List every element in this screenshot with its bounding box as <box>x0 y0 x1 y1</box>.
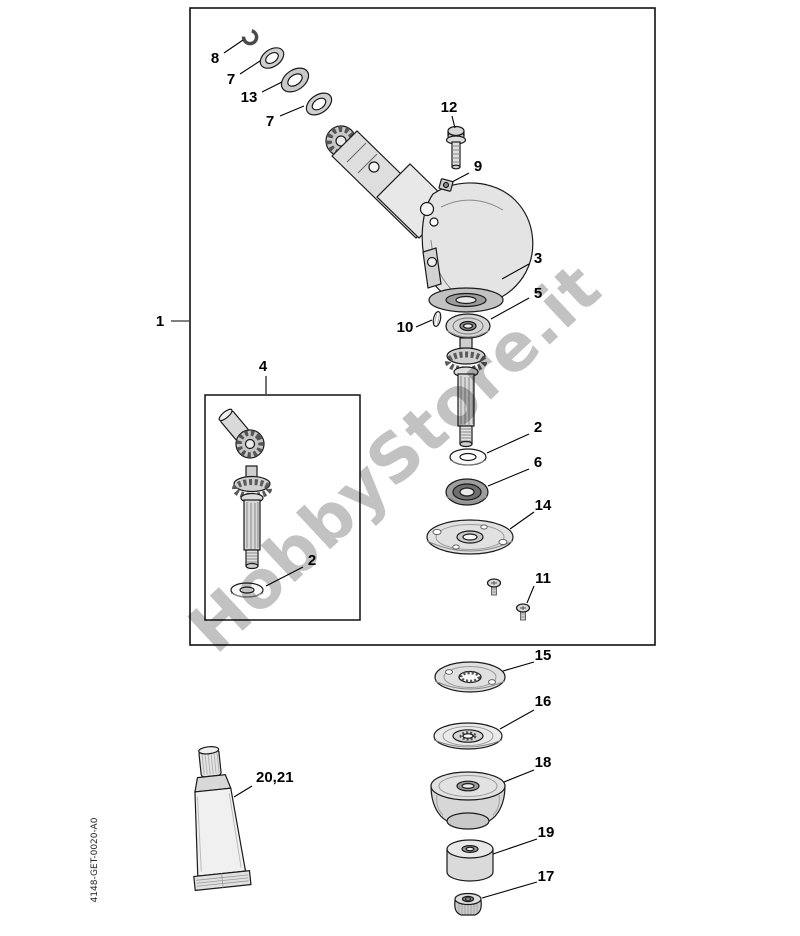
callout-12: 12 <box>441 99 458 116</box>
callout-8: 8 <box>211 50 219 67</box>
callout-7b: 7 <box>266 113 274 130</box>
leader-line <box>509 511 535 530</box>
part-10-key <box>432 311 442 327</box>
callout-13: 13 <box>241 89 258 106</box>
part-9-nut <box>438 178 454 192</box>
part-2-washer-box <box>230 582 264 598</box>
document-code: 4148-GET-0020-A0 <box>90 817 100 903</box>
callout-14: 14 <box>535 497 552 514</box>
part-20-21-grease-tube <box>193 746 252 892</box>
callout-19: 19 <box>538 824 555 841</box>
part-7-sleeve-lower <box>305 92 333 116</box>
part-4-pinion <box>218 408 265 459</box>
leader-line <box>279 105 305 117</box>
leader-line <box>502 661 535 672</box>
part-17-cap-nut <box>454 892 482 916</box>
callout-6: 6 <box>534 454 542 471</box>
part-16-rider-plate <box>433 722 503 750</box>
part-7-sleeve-upper <box>259 47 285 69</box>
leader-line <box>233 785 253 798</box>
part-3-gearbox-housing <box>325 125 534 313</box>
leader-line <box>265 566 304 587</box>
leader-line <box>487 468 530 487</box>
callout-9: 9 <box>474 158 482 175</box>
part-18-cup <box>430 771 506 830</box>
part-6-bearing <box>445 478 489 506</box>
leader-line <box>239 60 261 75</box>
callout-15: 15 <box>535 647 552 664</box>
part-8-retaining-clip <box>241 29 259 46</box>
leader-line <box>223 39 244 54</box>
callout-labels: 8 7 13 7 12 9 3 5 10 1 4 2 6 14 11 2 15 … <box>156 50 555 885</box>
callout-3: 3 <box>534 250 542 267</box>
part-12-bolt <box>445 125 467 170</box>
callout-1: 1 <box>156 313 164 330</box>
part-15-thrust-plate <box>434 661 506 693</box>
callout-18: 18 <box>535 754 552 771</box>
leader-line <box>481 881 538 899</box>
callout-5: 5 <box>534 285 542 302</box>
leader-line <box>451 115 456 129</box>
part-2-washer <box>449 448 487 466</box>
callout-2b: 2 <box>308 552 316 569</box>
part-5-bearing <box>445 313 491 339</box>
part-gear-shaft <box>445 337 487 448</box>
leader-line <box>451 172 470 183</box>
leader-line <box>490 297 530 320</box>
part-13-sleeve <box>280 67 310 93</box>
callout-11: 11 <box>535 570 551 587</box>
leader-lines <box>171 39 538 899</box>
part-4-gear-shaft <box>232 465 272 570</box>
leader-line <box>501 263 530 280</box>
callout-16: 16 <box>535 693 552 710</box>
callout-4: 4 <box>259 358 268 375</box>
leader-line <box>499 709 535 730</box>
leader-line <box>261 81 283 93</box>
assembly-4-box-border <box>204 394 361 621</box>
leader-line <box>503 769 535 783</box>
leader-line <box>492 838 538 855</box>
leader-line <box>415 319 433 328</box>
leader-line <box>526 585 535 604</box>
callout-20-21: 20,21 <box>256 769 294 786</box>
part-14-cover-plate <box>426 519 514 555</box>
main-frame-border <box>189 7 656 646</box>
part-11-screws <box>486 578 531 621</box>
part-19-spacer <box>446 839 494 882</box>
callout-2a: 2 <box>534 419 542 436</box>
callout-10: 10 <box>397 319 414 336</box>
leader-line <box>486 433 530 454</box>
callout-17: 17 <box>538 868 555 885</box>
callout-7a: 7 <box>227 71 235 88</box>
